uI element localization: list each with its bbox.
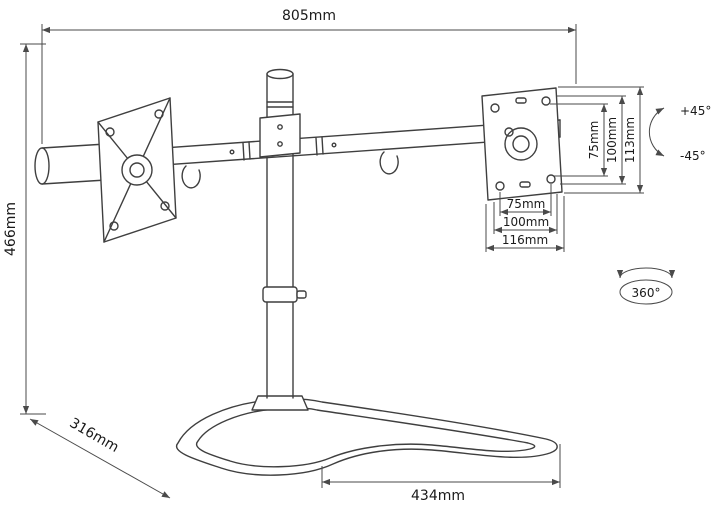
- rotation-ellipse: [619, 279, 673, 305]
- left-plate-hole: [154, 109, 164, 119]
- hub-body: [259, 113, 301, 158]
- arm-left-cylinder-cap: [34, 147, 50, 185]
- extension-line: [550, 103, 608, 177]
- dim-vesa-horizontal: 75mm 100mm 116mm: [485, 184, 565, 252]
- left-plate-center-ring: [121, 154, 153, 186]
- pole-top-cap: [266, 68, 294, 80]
- label-overall-width: 805mm: [282, 8, 336, 24]
- tilt-annotation: +45° -45°: [648, 104, 711, 163]
- right-plate-offset-hole: [504, 127, 514, 137]
- right-plate-hole: [490, 103, 500, 113]
- label-base-depth: 316mm: [67, 415, 122, 456]
- extension-line: [558, 86, 644, 194]
- extension-line: [485, 196, 565, 252]
- arm-joint-ticks: [242, 136, 324, 161]
- base-outline: [175, 397, 558, 476]
- clamp-ring-body: [262, 286, 298, 303]
- label-tilt-down: -45°: [680, 149, 706, 163]
- label-vesa-vertical-outer: 113mm: [623, 117, 637, 163]
- left-plate-hole: [160, 201, 170, 211]
- base: [175, 397, 558, 476]
- label-vesa-horizontal-outer: 116mm: [502, 233, 548, 247]
- right-plate-slot: [519, 181, 531, 188]
- pole-joint-lines: [266, 101, 294, 108]
- arm-left-cylinder: [41, 143, 107, 185]
- cable-clips: [181, 151, 399, 189]
- right-plate-hole: [541, 96, 551, 106]
- arm-hub: [259, 113, 301, 158]
- cable-clip: [181, 165, 201, 189]
- dim-base-width: 434mm: [321, 444, 561, 504]
- label-overall-height: 466mm: [3, 202, 19, 256]
- extension-line: [557, 95, 626, 185]
- dim-overall-width: 805mm: [41, 8, 577, 144]
- right-plate-hole: [495, 181, 505, 191]
- left-plate-center-hole: [129, 162, 145, 178]
- pole-base-mount: [251, 395, 309, 411]
- right-plate-slot: [515, 97, 527, 104]
- left-plate-hole: [109, 221, 119, 231]
- pole-clamp-ring: [262, 286, 307, 303]
- label-vesa-vertical-inner: 75mm: [587, 121, 601, 160]
- dim-vesa-vertical: 75mm 100mm 113mm: [550, 86, 644, 194]
- right-vesa-plate: [481, 87, 563, 201]
- cable-clip: [379, 151, 399, 175]
- stand-drawing: [34, 68, 563, 476]
- label-rotation: 360°: [632, 286, 661, 300]
- clamp-ring-knob: [296, 290, 307, 299]
- hub-bolt: [277, 141, 283, 147]
- right-plate-center-ring: [504, 127, 538, 161]
- label-vesa-vertical-middle: 100mm: [605, 117, 619, 163]
- label-vesa-horizontal-middle: 100mm: [503, 215, 549, 229]
- left-vesa-plate: [97, 97, 177, 243]
- right-plate-center-hole: [512, 135, 530, 153]
- rotation-annotation: 360°: [616, 267, 676, 305]
- arm-screw: [229, 149, 235, 155]
- left-plate-hole: [105, 127, 115, 137]
- dim-base-depth: 316mm: [29, 415, 171, 499]
- arm-screw: [331, 142, 337, 148]
- dimension-line: [29, 418, 171, 499]
- hub-bolt: [277, 124, 283, 130]
- tilt-arc-arrow: [648, 107, 665, 157]
- label-base-width: 434mm: [411, 488, 465, 504]
- label-tilt-up: +45°: [680, 104, 711, 118]
- rotation-arc-arrow: [616, 267, 676, 279]
- right-plate-hole: [546, 174, 556, 184]
- dim-overall-height: 466mm: [3, 43, 46, 415]
- label-vesa-horizontal-inner: 75mm: [507, 197, 546, 211]
